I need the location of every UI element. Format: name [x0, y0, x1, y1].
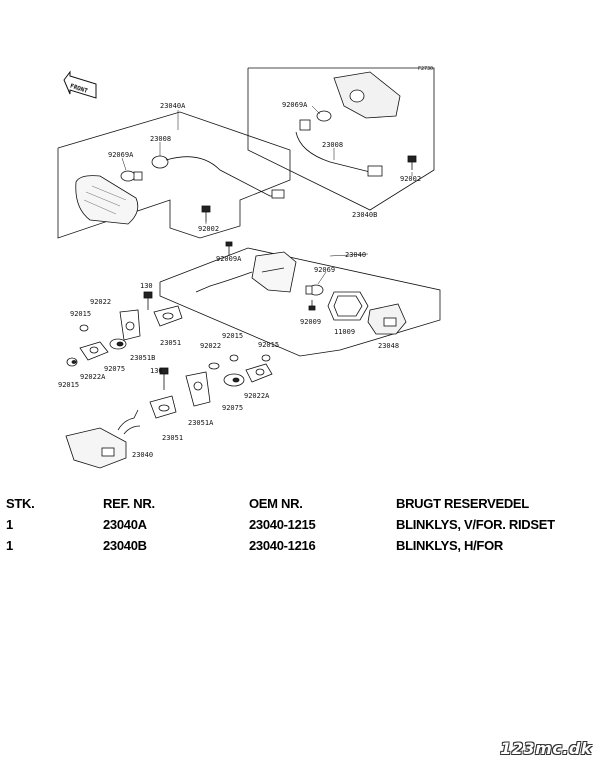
part-label: 92015	[222, 332, 243, 340]
part-label: 92022	[90, 298, 111, 306]
wire-middle	[195, 271, 253, 293]
screw-icon	[308, 300, 316, 311]
bolt-icon	[201, 205, 211, 222]
turn-signal-housing-bottom	[65, 409, 141, 469]
part-label: 130	[150, 367, 163, 375]
part-label: 23051B	[130, 354, 155, 362]
watermark-logo: 123mc.dk	[500, 739, 592, 758]
header-ref: REF. NR.	[103, 496, 155, 511]
part-label: 11009	[334, 328, 355, 336]
screw-icon	[225, 241, 233, 256]
header-part: BRUGT RESERVEDEL	[396, 496, 529, 511]
table-row[interactable]: 1 23040A 23040-1215 BLINKLYS, V/FOR. RID…	[6, 517, 586, 537]
cell-part: BLINKLYS, V/FOR. RIDSET	[396, 517, 555, 532]
bulb-icon	[305, 284, 324, 296]
front-arrow-icon	[63, 70, 97, 99]
part-label: 130	[140, 282, 153, 290]
part-label: 92009A	[216, 255, 242, 263]
part-label: 92015	[70, 310, 91, 318]
part-label: 23040	[132, 451, 153, 459]
part-label: 23048	[378, 342, 399, 350]
cell-oem: 23040-1216	[249, 538, 316, 553]
part-label: 23040A	[160, 102, 186, 110]
part-label: 23040B	[352, 211, 377, 219]
part-label: 92075	[104, 365, 125, 373]
part-label: 92069A	[282, 101, 308, 109]
diagram-labels: F2730 FRONT 23040A 23008 92069A 92002 92…	[58, 66, 433, 459]
part-label: 92022A	[244, 392, 270, 400]
cell-qty: 1	[6, 538, 13, 553]
header-qty: STK.	[6, 496, 35, 511]
part-label: 92022	[200, 342, 221, 350]
table-header-row: STK. REF. NR. OEM NR. BRUGT RESERVEDEL	[6, 496, 586, 516]
cell-oem: 23040-1215	[249, 517, 316, 532]
gasket-icon	[327, 291, 369, 321]
mounting-set-upper	[66, 291, 183, 367]
leader-lines	[121, 105, 413, 285]
part-label: 92069A	[108, 151, 134, 159]
turn-signal-lens-left	[75, 175, 139, 225]
part-label: 92015	[258, 341, 279, 349]
turn-signal-housing-middle	[251, 251, 297, 293]
cell-ref: 23040B	[103, 538, 147, 553]
part-label: 92075	[222, 404, 243, 412]
frame-23040b	[247, 67, 435, 211]
part-label: 92069	[314, 266, 335, 274]
cell-part: BLINKLYS, H/FOR	[396, 538, 503, 553]
part-label: 92002	[400, 175, 421, 183]
part-label: 23040	[345, 251, 366, 259]
part-label: 23051	[160, 339, 181, 347]
header-oem: OEM NR.	[249, 496, 303, 511]
part-label: 92015	[58, 381, 79, 389]
part-label: 92009	[300, 318, 321, 326]
frame-23040	[159, 247, 441, 357]
parts-diagram: F2730 FRONT 23040A 23008 92069A 92002 92…	[57, 66, 441, 469]
table-row[interactable]: 1 23040B 23040-1216 BLINKLYS, H/FOR	[6, 538, 586, 558]
part-label: 23051A	[188, 419, 214, 427]
bolt-icon	[407, 155, 417, 170]
mounting-set-lower	[149, 354, 273, 419]
part-label: 92002	[198, 225, 219, 233]
part-label: 23008	[322, 141, 343, 149]
figure-code: F2730	[418, 66, 433, 72]
cell-ref: 23040A	[103, 517, 147, 532]
turn-signal-lens-right	[333, 71, 401, 119]
socket-wire-right	[295, 131, 383, 177]
part-label: 23008	[150, 135, 171, 143]
part-label: 92022A	[80, 373, 106, 381]
socket-wire-left	[151, 155, 285, 199]
bulb-icon	[299, 110, 332, 131]
lens-icon	[367, 303, 407, 335]
cell-qty: 1	[6, 517, 13, 532]
part-label: 23051	[162, 434, 183, 442]
bulb-icon	[120, 170, 143, 182]
